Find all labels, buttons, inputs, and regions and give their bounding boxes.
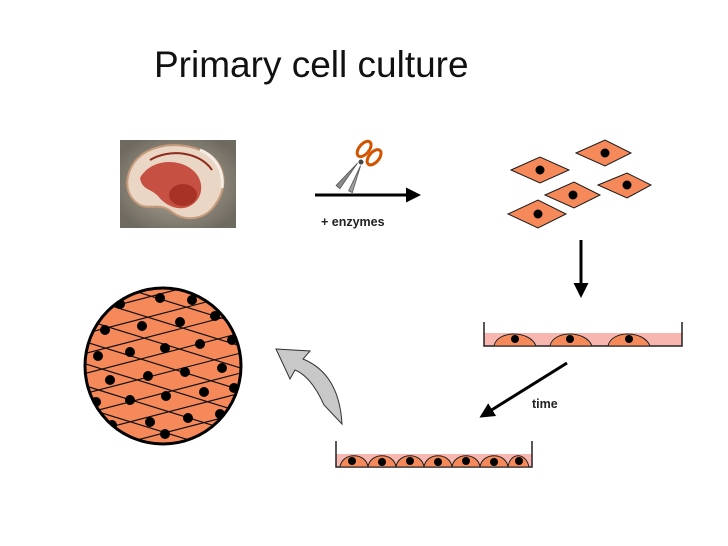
single-cell	[509, 156, 571, 184]
single-cell	[506, 199, 568, 229]
enzymes-label: + enzymes	[321, 215, 385, 229]
tissue-photo	[120, 140, 236, 228]
sparse-culture-dish	[483, 322, 683, 347]
confluent-culture-dish	[335, 441, 533, 468]
confluent-culture-closeup	[83, 286, 243, 446]
slide-title: Primary cell culture	[154, 44, 469, 85]
single-cell	[543, 181, 602, 209]
time-label: time	[532, 397, 558, 411]
single-cell	[596, 172, 653, 199]
curved-arrow-icon	[275, 348, 343, 426]
single-cell	[574, 139, 633, 167]
time-arrow	[479, 361, 568, 418]
scissors-icon	[335, 139, 383, 194]
dissociated-cells	[506, 139, 653, 229]
